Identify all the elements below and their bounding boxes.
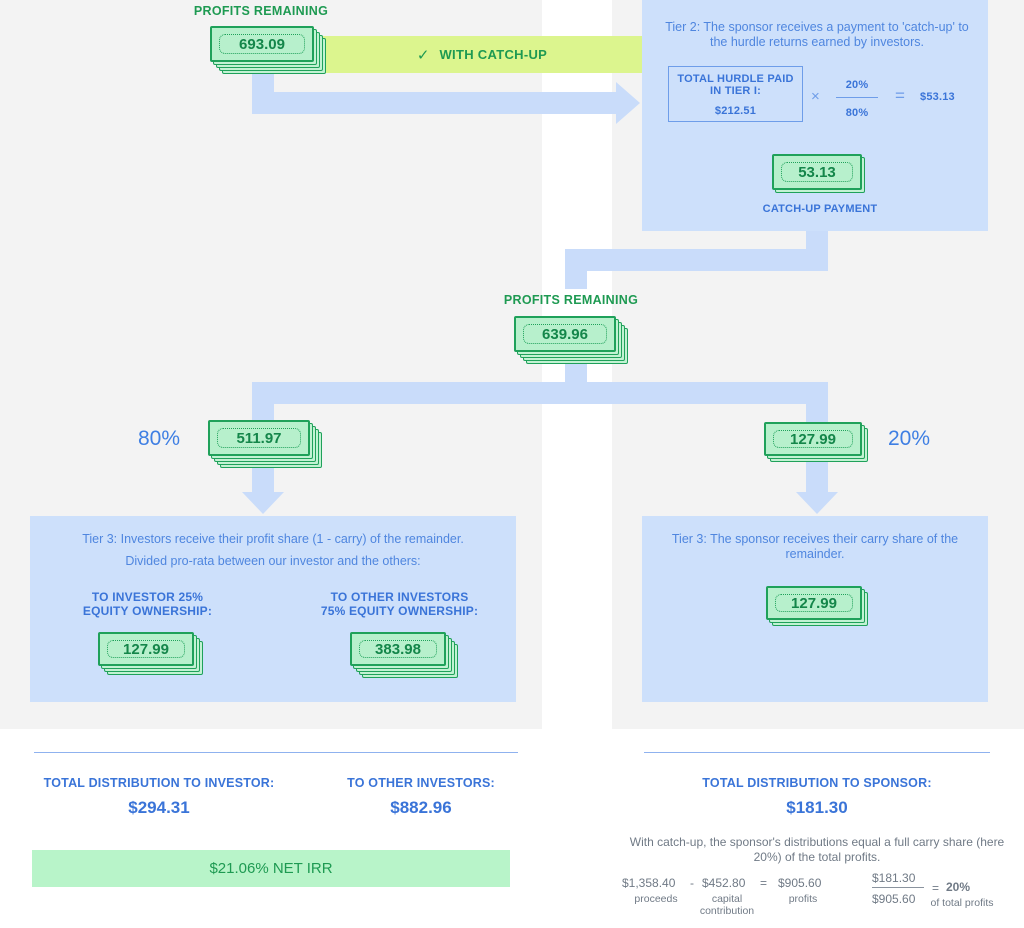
catch-up-payment-value: 53.13 xyxy=(798,163,836,181)
to-other-investors-value: 383.98 xyxy=(375,640,421,658)
profits-label: profits xyxy=(788,893,818,905)
proceeds-label: proceeds xyxy=(634,893,678,905)
fraction-denominator: $905.60 xyxy=(872,892,916,906)
profits-value: $905.60 xyxy=(778,876,822,890)
profits-remaining-top-value: 693.09 xyxy=(239,35,285,53)
investor-share-percent: 80% xyxy=(138,427,181,450)
total-sponsor-value: $181.30 xyxy=(786,798,848,817)
banknote-stack-icon: 383.98 xyxy=(350,632,458,678)
checkmark-icon: ✓ xyxy=(416,46,430,64)
banknote-stack-icon: 127.99 xyxy=(764,422,870,464)
profits-remaining-middle-value: 639.96 xyxy=(542,325,588,343)
profits-remaining-top-label: PROFITS REMAINING xyxy=(193,4,329,18)
equals-sign-1: = xyxy=(760,876,768,890)
sponsor-share-percent: 20% xyxy=(888,427,931,450)
percent-result-label: of total profits xyxy=(930,897,994,909)
capital-value: $452.80 xyxy=(702,876,746,890)
flow-tier2-to-middle xyxy=(565,249,587,289)
banknote-stack-icon: 639.96 xyxy=(514,316,630,366)
carry-numerator: 20% xyxy=(845,79,869,91)
banknote-stack-icon: 53.13 xyxy=(772,154,866,194)
sponsor-note: With catch-up, the sponsor's distributio… xyxy=(629,835,1005,864)
to-other-investors-label: TO OTHER INVESTORS: xyxy=(347,776,495,790)
hurdle-label: TOTAL HURDLE PAID IN TIER I: xyxy=(677,73,794,97)
investor-totals-divider xyxy=(34,752,518,753)
flow-right-arrowhead xyxy=(796,492,838,514)
profits-remaining-middle-label: PROFITS REMAINING xyxy=(503,293,639,307)
fraction-numerator: $181.30 xyxy=(872,871,916,885)
tier3-sponsor-description: Tier 3: The sponsor receives their carry… xyxy=(671,532,959,561)
catch-up-strip: ✓ WITH CATCH-UP xyxy=(322,36,642,73)
tier2-description: Tier 2: The sponsor receives a payment t… xyxy=(665,20,969,49)
capital-label: capital contribution xyxy=(699,893,755,917)
banknote-stack-icon: 127.99 xyxy=(766,586,870,628)
fraction-line xyxy=(872,887,924,888)
hurdle-box: TOTAL HURDLE PAID IN TIER I: $212.51 xyxy=(668,66,803,122)
equals-sign-2: = xyxy=(932,881,940,895)
sponsor-totals-divider xyxy=(644,752,990,753)
banknote-stack-icon: 511.97 xyxy=(208,420,324,470)
catch-up-result: $53.13 xyxy=(920,91,955,103)
tier3-sponsor-value: 127.99 xyxy=(791,594,837,612)
catch-up-payment-label: CATCH-UP PAYMENT xyxy=(762,203,878,215)
tier3-investors-line2: Divided pro-rata between our investor an… xyxy=(125,554,421,568)
to-investor-heading: TO INVESTOR 25% EQUITY OWNERSHIP: xyxy=(82,590,213,618)
fraction-bar xyxy=(836,97,878,98)
to-other-investors-total: $882.96 xyxy=(390,798,452,817)
sponsor-share-value: 127.99 xyxy=(790,430,836,448)
equals-sign: = xyxy=(895,86,905,105)
flow-tier2-horizontal xyxy=(565,249,828,271)
proceeds-value: $1,358.40 xyxy=(622,876,676,890)
investor-share-value: 511.97 xyxy=(236,429,282,447)
flow-split-horizontal xyxy=(252,382,828,404)
minus-sign: - xyxy=(690,876,694,890)
to-investor-value: 127.99 xyxy=(123,640,169,658)
total-investor-value: $294.31 xyxy=(128,798,190,817)
flow-top-arrowhead xyxy=(616,82,640,124)
catch-up-label: WITH CATCH-UP xyxy=(439,47,548,62)
tier3-investors-line1: Tier 3: Investors receive their profit s… xyxy=(82,532,464,546)
carry-denominator: 80% xyxy=(845,107,869,119)
flow-left-arrowhead xyxy=(242,492,284,514)
total-investor-label: TOTAL DISTRIBUTION TO INVESTOR: xyxy=(43,776,275,790)
net-irr-banner: $21.06% NET IRR xyxy=(32,850,510,887)
times-sign: × xyxy=(811,88,820,105)
banknote-stack-icon: 127.99 xyxy=(98,632,204,676)
percent-result: 20% xyxy=(946,880,971,894)
to-other-investors-heading: TO OTHER INVESTORS 75% EQUITY OWNERSHIP: xyxy=(320,590,479,618)
banknote-stack-icon: 693.09 xyxy=(210,26,328,76)
hurdle-value: $212.51 xyxy=(714,105,757,117)
total-sponsor-label: TOTAL DISTRIBUTION TO SPONSOR: xyxy=(702,776,932,790)
flow-top-horizontal xyxy=(252,92,620,114)
